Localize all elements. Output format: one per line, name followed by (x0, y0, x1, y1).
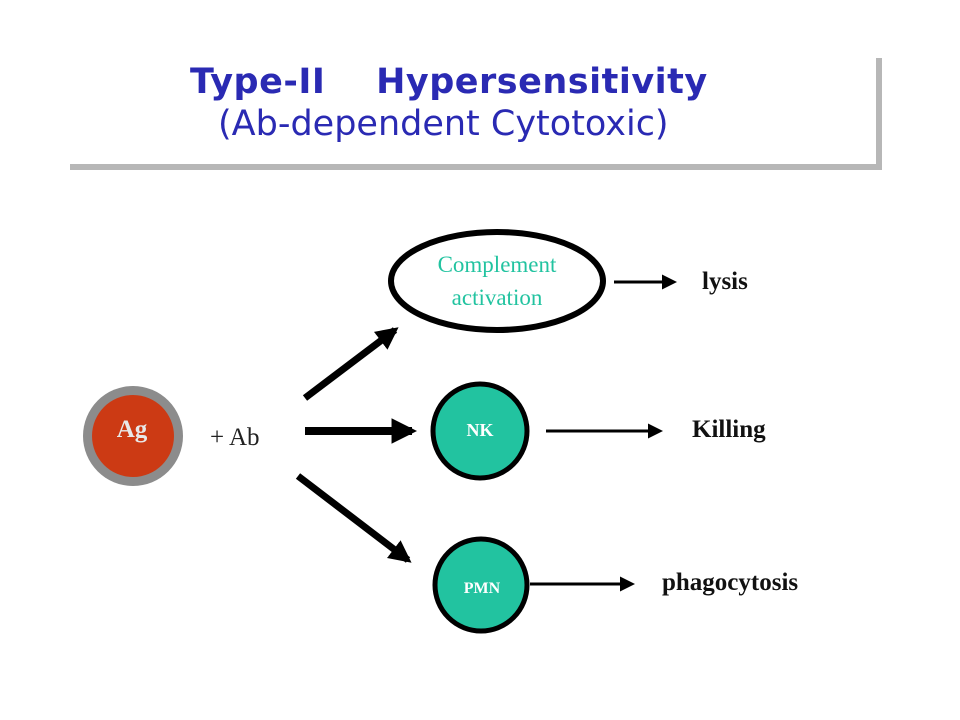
antibody-label: + Ab (210, 424, 260, 451)
arrow-to-complement (302, 327, 399, 401)
outcome-phagocytosis: phagocytosis (662, 569, 799, 596)
title-box: Type-II Hypersensitivity (Ab-dependent C… (70, 58, 882, 170)
outcome-lysis: lysis (702, 268, 748, 295)
page-subtitle: (Ab-dependent Cytotoxic) (218, 104, 669, 144)
complement-label: Complement activation (392, 248, 602, 314)
antigen-cell (92, 395, 174, 477)
outcome-killing: Killing (692, 416, 766, 443)
complement-label-line1: Complement (437, 252, 557, 277)
nk-cell (430, 381, 530, 481)
antigen-label: Ag (116, 416, 148, 443)
page-title: Type-II Hypersensitivity (190, 62, 708, 102)
pmn-label: PMN (463, 580, 501, 597)
nk-label: NK (466, 420, 494, 440)
complement-label-line2: activation (451, 285, 543, 310)
pmn-cell (432, 536, 530, 634)
complement-ellipse (388, 229, 606, 333)
arrow-to-pmn (295, 473, 412, 563)
